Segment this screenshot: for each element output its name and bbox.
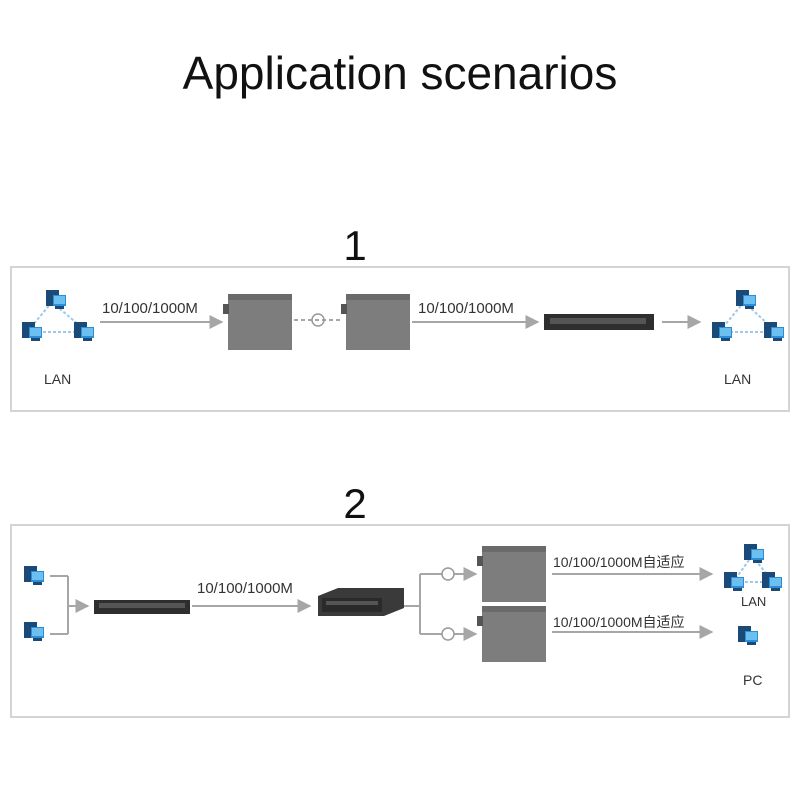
scenario-2-pc-icon-bottom bbox=[24, 622, 44, 641]
scenario-2-converter-chassis bbox=[318, 588, 404, 616]
scenario-1-left-lan-icon bbox=[22, 290, 94, 341]
scenario-1-left-lan-label: LAN bbox=[44, 371, 72, 387]
scenario-1-network-switch bbox=[544, 314, 654, 330]
scenario-2-lan-icon bbox=[724, 544, 782, 591]
scenario-2-media-converter-bottom bbox=[477, 606, 546, 662]
scenario-2-lan-label: LAN bbox=[741, 594, 767, 609]
scenario-1-number: 1 bbox=[343, 222, 367, 269]
scenario-2-pc-label: PC bbox=[743, 672, 763, 688]
scenario-2-panel bbox=[10, 524, 790, 718]
page-title: Application scenarios bbox=[182, 47, 618, 99]
scenario-2-link-label-top: 10/100/1000M自适应 bbox=[553, 554, 685, 570]
scenario-2-link-label-main: 10/100/1000M bbox=[197, 580, 293, 597]
scenario-2-media-converter-top bbox=[477, 546, 546, 602]
scenario-1-link-label-a: 10/100/1000M bbox=[102, 300, 198, 317]
scenario-1-fiber-link bbox=[294, 313, 340, 327]
scenario-2-network-switch bbox=[94, 600, 190, 614]
scenario-1-right-lan-icon bbox=[712, 290, 784, 341]
scenario-1-media-converter-a bbox=[223, 294, 292, 350]
scenario-2-pc-icon-right bbox=[738, 626, 758, 645]
scenario-2-pc-icon-top bbox=[24, 566, 44, 585]
scenario-2-link-label-bottom: 10/100/1000M自适应 bbox=[553, 614, 685, 630]
scenario-1-right-lan-label: LAN bbox=[724, 371, 752, 387]
scenario-1-link-label-b: 10/100/1000M bbox=[418, 300, 514, 317]
scenario-2-number: 2 bbox=[343, 480, 367, 527]
scenario-1-media-converter-b bbox=[341, 294, 410, 350]
scenario-2-branch-lines bbox=[404, 567, 478, 641]
scenario-2-merge-lines bbox=[50, 575, 90, 635]
